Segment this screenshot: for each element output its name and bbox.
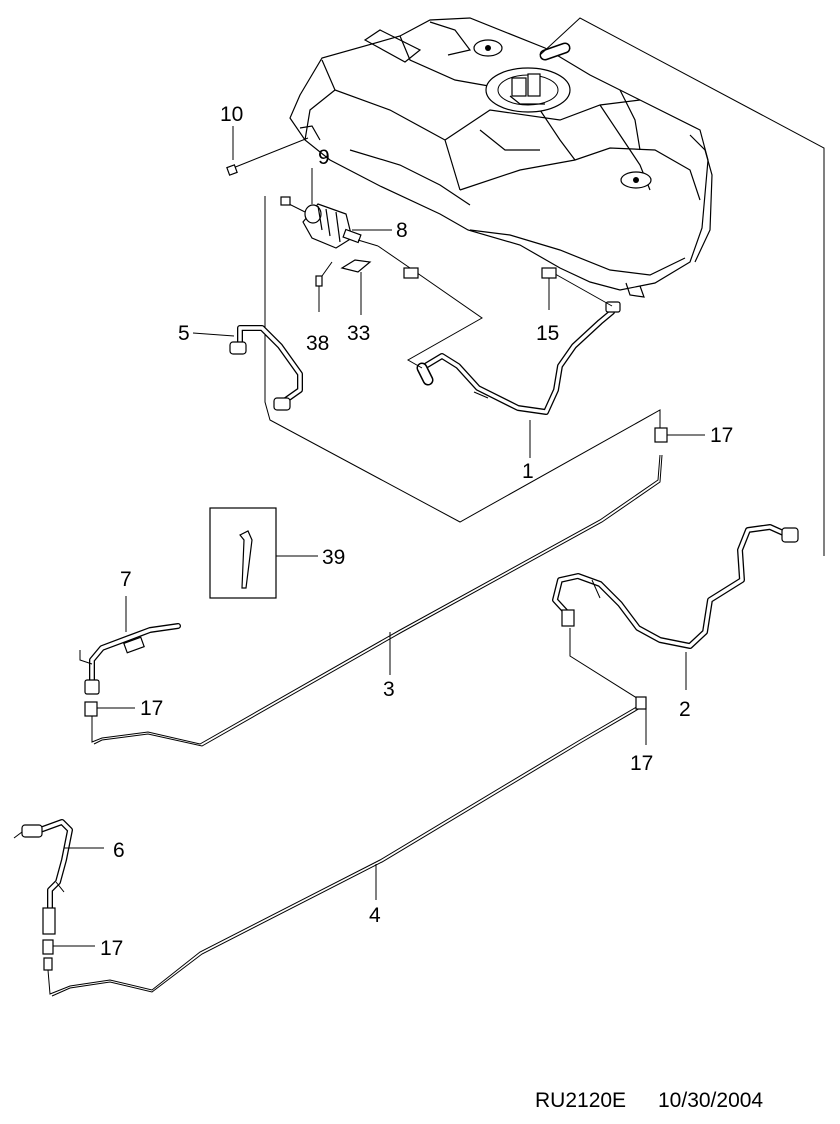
callout-6: 6 — [113, 839, 125, 862]
bracket-leader — [232, 137, 309, 169]
tube-2 — [552, 524, 799, 701]
callout-39: 39 — [322, 546, 345, 569]
callout-33: 33 — [347, 322, 370, 345]
bolt-10 — [226, 126, 238, 176]
tube-7 — [79, 596, 181, 717]
tube-6 — [13, 819, 104, 971]
clamp-33 — [340, 259, 372, 315]
tank-leader-line — [539, 17, 825, 556]
clip-filter-line — [403, 267, 419, 279]
fuel-filter — [280, 168, 392, 249]
tube-1 — [377, 245, 621, 458]
tube-5 — [192, 196, 661, 523]
callout-15: 15 — [536, 322, 559, 345]
callout-38: 38 — [306, 332, 329, 355]
callout-8: 8 — [396, 219, 408, 242]
footer: RU2120E 10/30/2004 — [535, 1089, 763, 1112]
fuel-tank — [289, 17, 713, 298]
callout-10: 10 — [220, 103, 243, 126]
callout-2: 2 — [679, 698, 691, 721]
tube-4 — [47, 696, 647, 997]
drawing-date: 10/30/2004 — [658, 1089, 763, 1112]
clip-38 — [315, 261, 333, 312]
callout-9: 9 — [318, 146, 330, 169]
callout-17-left: 17 — [140, 697, 163, 720]
callout-3: 3 — [383, 678, 395, 701]
callout-17-right: 17 — [630, 752, 653, 775]
callout-17-upper-right: 17 — [710, 424, 733, 447]
callout-5: 5 — [178, 322, 190, 345]
callout-4: 4 — [369, 904, 381, 927]
callout-1: 1 — [522, 460, 534, 483]
tube-3 — [91, 427, 705, 747]
tie-strap-39 — [209, 507, 318, 599]
callout-17-lower-left: 17 — [100, 937, 123, 960]
callout-labels: 10 9 8 5 38 33 15 17 1 39 7 3 17 2 17 6 … — [100, 103, 733, 960]
callout-7: 7 — [120, 568, 132, 591]
clip-15 — [541, 267, 557, 310]
drawing-code: RU2120E — [535, 1089, 626, 1112]
